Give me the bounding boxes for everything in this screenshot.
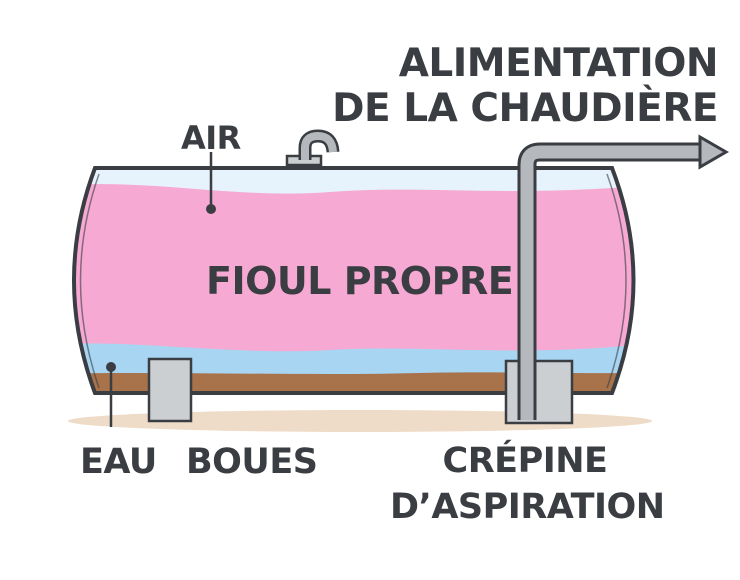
strainer-label-line1: CRÉPINE [442, 441, 608, 481]
air-label: AIR [181, 119, 241, 157]
strainer-block [504, 359, 574, 425]
strainer-label-line2: D’ASPIRATION [390, 487, 665, 527]
boiler-feed-label-line1: ALIMENTATION [398, 41, 719, 86]
water-leader-dot [106, 362, 116, 372]
vent-cap-icon [285, 129, 340, 167]
tank-inner-shell [79, 173, 100, 389]
air-leader-dot [206, 204, 216, 214]
sludge-block [147, 357, 193, 423]
arrow-right-icon [698, 134, 730, 170]
boiler-feed-label-line2: DE LA CHAUDIÈRE [332, 86, 718, 131]
sludge-label: BOUES [186, 442, 318, 482]
water-label: EAU [80, 442, 157, 482]
suction-pipe [517, 134, 730, 420]
tank-shell [72, 166, 636, 395]
sludge-layer [74, 372, 634, 393]
tank-inner-shell-right [606, 173, 627, 389]
clean-fuel-label: FIOUL PROPRE [206, 259, 514, 303]
